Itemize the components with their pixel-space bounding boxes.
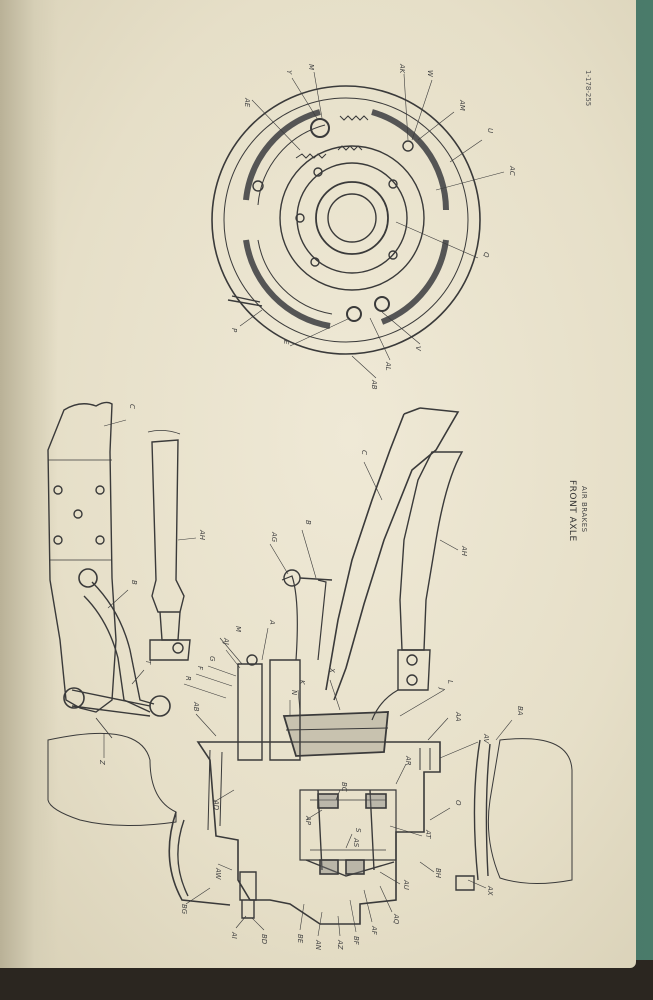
svg-text:AB: AB (192, 701, 200, 712)
brake-drum-diagram (211, 71, 505, 379)
svg-text:AV: AV (482, 733, 490, 744)
svg-text:Q: Q (482, 252, 490, 258)
svg-text:FRONT AXLE: FRONT AXLE (567, 480, 577, 542)
svg-text:AU: AU (402, 879, 410, 890)
svg-text:AIR BRAKES: AIR BRAKES (580, 486, 588, 533)
svg-text:BC: BC (340, 782, 348, 792)
svg-text:BA: BA (516, 706, 524, 716)
svg-text:AB: AB (370, 379, 378, 390)
svg-text:AG: AG (270, 531, 278, 543)
wheel-hub-diagram (47, 407, 573, 937)
svg-text:S: S (354, 828, 362, 833)
svg-text:AH: AH (198, 529, 206, 541)
svg-text:F: F (196, 666, 204, 671)
figure-caption: FRONT AXLE AIR BRAKES (567, 480, 588, 542)
svg-text:BH: BH (434, 868, 442, 879)
svg-text:AI: AI (230, 931, 238, 939)
svg-text:K: K (298, 680, 306, 686)
svg-text:BF: BF (352, 936, 360, 946)
svg-text:AL: AL (384, 361, 392, 371)
assembly-labels: AG B C AH A AJ M G F R AB N K X L J AA A… (180, 450, 524, 951)
svg-text:C: C (360, 450, 368, 455)
svg-text:M: M (307, 64, 315, 70)
svg-text:AW: AW (214, 867, 222, 881)
svg-text:AC: AC (508, 165, 516, 176)
document-id: 1-178-255 (584, 70, 592, 106)
svg-text:BG: BG (180, 904, 188, 915)
svg-text:AP: AP (304, 815, 312, 826)
svg-text:AR: AR (404, 755, 412, 766)
svg-text:A: A (268, 619, 276, 625)
svg-text:AT: AT (424, 829, 432, 839)
svg-text:AN: AN (314, 939, 322, 951)
svg-text:AF: AF (370, 925, 378, 936)
svg-text:AZ: AZ (336, 939, 344, 950)
svg-text:N: N (290, 690, 298, 696)
svg-text:J: J (438, 686, 446, 690)
svg-text:M: M (234, 626, 242, 632)
svg-text:AA: AA (454, 711, 462, 722)
steering-labels: C AH B T Z (98, 404, 206, 765)
svg-text:U: U (486, 128, 494, 133)
svg-text:E: E (282, 340, 290, 345)
svg-text:B: B (130, 580, 138, 585)
svg-text:P: P (230, 328, 238, 333)
svg-text:AE: AE (243, 97, 251, 108)
svg-text:X: X (328, 667, 336, 673)
svg-text:O: O (454, 800, 462, 806)
svg-text:R: R (184, 676, 192, 681)
svg-text:Z: Z (98, 759, 106, 765)
svg-text:T: T (144, 660, 152, 665)
svg-text:1-178-255: 1-178-255 (584, 70, 592, 106)
svg-text:AM: AM (458, 99, 466, 111)
svg-text:B: B (304, 520, 312, 525)
svg-text:L: L (446, 680, 454, 684)
svg-text:AX: AX (486, 885, 494, 896)
svg-text:AH: AH (460, 545, 468, 557)
svg-text:BE: BE (296, 934, 304, 944)
svg-text:AJ: AJ (222, 637, 230, 645)
svg-text:AK: AK (398, 63, 406, 75)
steering-arm-diagram (47, 401, 197, 758)
svg-text:AS: AS (352, 837, 360, 848)
svg-text:C: C (128, 404, 136, 409)
svg-text:W: W (426, 70, 434, 78)
svg-text:Y: Y (285, 70, 293, 75)
svg-text:V: V (414, 346, 422, 352)
svg-text:BD: BD (260, 934, 268, 945)
svg-text:AQ: AQ (392, 913, 400, 925)
svg-text:AD: AD (212, 799, 220, 811)
brake-labels: AE Y M AK W AM U AC Q V AL AB E P (230, 63, 516, 390)
svg-text:G: G (208, 656, 216, 662)
